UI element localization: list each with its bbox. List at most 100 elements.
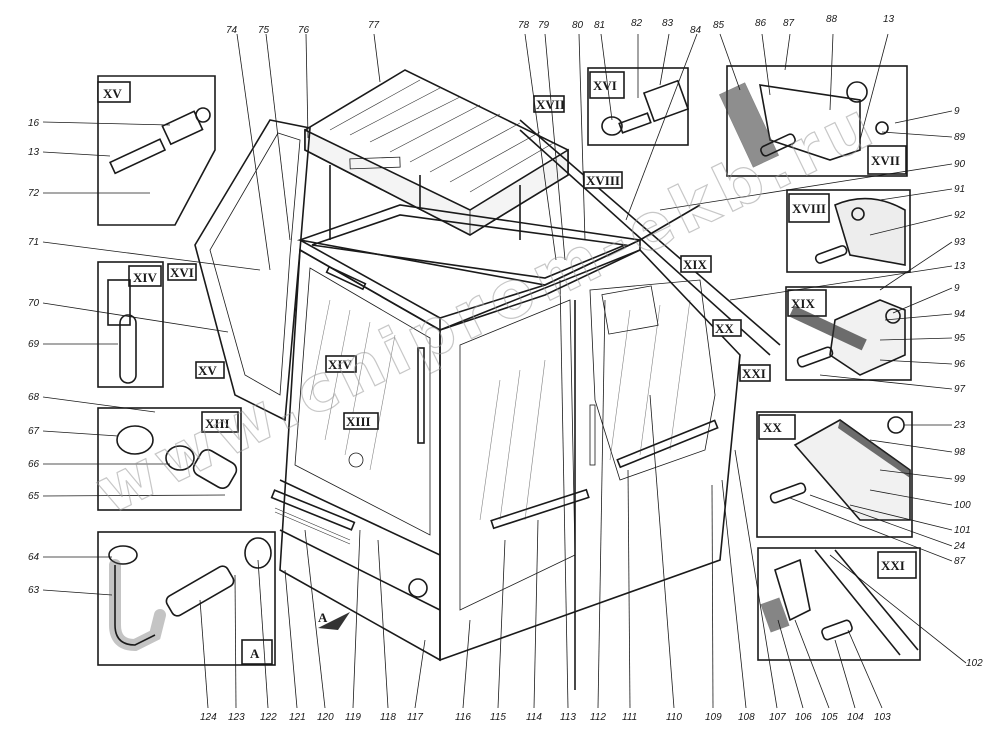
part-number: 104 — [847, 712, 864, 723]
valve-icon — [165, 445, 195, 471]
detail-view-xiii: XIII — [97, 407, 242, 511]
part-number: 23 — [953, 420, 966, 431]
part-number: 87 — [954, 556, 966, 567]
marker-xv: XV — [195, 361, 225, 379]
threaded-fitting-icon — [165, 565, 235, 617]
part-number: 95 — [954, 333, 966, 344]
part-number: 74 — [226, 25, 238, 36]
washer-icon — [875, 121, 889, 135]
part-number: 89 — [954, 132, 966, 143]
cab-main-view: A XV XVI XIV XIII XVII XVIII XIX XX XXI — [167, 69, 781, 690]
part-number: 66 — [28, 459, 40, 470]
part-number: 111 — [622, 712, 637, 723]
detail-title-xiv: XIV — [133, 270, 157, 285]
detail-view-xx: XX — [756, 411, 913, 538]
part-number: 97 — [954, 384, 966, 395]
marker-xxi: XXI — [739, 364, 771, 382]
hinge-knuckle-icon — [846, 81, 868, 103]
bolt-icon — [769, 482, 807, 504]
part-number: 106 — [795, 712, 812, 723]
nut-icon — [885, 308, 901, 324]
part-number: 114 — [526, 712, 542, 723]
part-number: 105 — [821, 712, 838, 723]
screw-icon — [618, 112, 652, 134]
part-number: 24 — [953, 541, 966, 552]
svg-text:XX: XX — [715, 321, 734, 336]
part-number: 123 — [228, 712, 245, 723]
part-number: 116 — [455, 712, 471, 723]
part-number: 9 — [954, 106, 960, 117]
bolt-icon — [760, 133, 796, 157]
part-number: 87 — [783, 18, 795, 29]
detail-view-xv: XV — [97, 75, 216, 226]
part-number: 71 — [28, 237, 39, 248]
part-number: 13 — [954, 261, 966, 272]
svg-text:XVI: XVI — [170, 265, 194, 280]
part-number: 79 — [538, 20, 550, 31]
left-door-frame — [194, 119, 311, 422]
seal-profile-icon — [789, 305, 867, 351]
part-number: 70 — [28, 298, 40, 309]
pin-icon — [851, 207, 865, 221]
svg-text:XIV: XIV — [328, 357, 352, 372]
marker-xviii: XVIII — [583, 171, 623, 189]
hose-icon — [114, 565, 156, 646]
part-number: 78 — [518, 20, 530, 31]
part-number: 124 — [200, 712, 217, 723]
hinge-pin-icon — [119, 314, 137, 384]
svg-text:XIII: XIII — [346, 414, 371, 429]
mounting-plate-icon — [759, 84, 861, 161]
part-number: 107 — [769, 712, 786, 723]
latch-icon — [774, 558, 811, 622]
part-numbers-top: 74 75 76 77 78 79 80 81 82 83 84 85 86 8… — [226, 14, 895, 36]
part-number: 118 — [380, 712, 396, 723]
part-number: 99 — [954, 474, 966, 485]
detail-view-xiv: XIV — [97, 261, 164, 388]
part-number: 102 — [966, 658, 983, 669]
detail-view-a: A — [97, 531, 276, 666]
part-number: 103 — [874, 712, 891, 723]
part-number: 119 — [345, 712, 361, 723]
part-number: 112 — [590, 712, 606, 723]
svg-text:XVIII: XVIII — [586, 173, 620, 188]
marker-xvi: XVI — [167, 263, 197, 281]
marker-xix: XIX — [680, 255, 712, 273]
marker-xiv: XIV — [325, 355, 357, 373]
svg-text:XXI: XXI — [742, 366, 766, 381]
part-number: 65 — [28, 491, 40, 502]
detail-title-xvi: XVI — [593, 78, 617, 93]
part-number: 98 — [954, 447, 966, 458]
svg-text:XV: XV — [198, 363, 217, 378]
svg-text:XVII: XVII — [536, 97, 565, 112]
part-number: 101 — [954, 525, 971, 536]
part-number: 82 — [631, 18, 643, 29]
part-number: 113 — [560, 712, 576, 723]
seal-strip-icon — [838, 420, 910, 478]
bolt-icon — [109, 138, 167, 175]
cap-icon — [116, 425, 154, 455]
part-number: 120 — [317, 712, 334, 723]
fitting-nut-icon — [244, 537, 272, 569]
part-number: 81 — [594, 20, 605, 31]
bracket-icon — [642, 79, 690, 123]
detail-title-xiii: XIII — [205, 416, 230, 431]
detail-title-xv: XV — [103, 86, 122, 101]
bolt-icon — [796, 346, 834, 368]
view-a-arrow: A — [318, 610, 350, 630]
part-numbers-bottom: 124 123 122 121 120 119 118 117 116 115 … — [200, 712, 891, 723]
stud-icon — [821, 619, 853, 641]
part-number: 115 — [490, 712, 506, 723]
part-number: 108 — [738, 712, 755, 723]
part-number: 85 — [713, 20, 725, 31]
detail-view-xviii: XVIII — [786, 189, 911, 273]
part-number: 75 — [258, 25, 270, 36]
part-numbers-right: 9 89 90 91 92 93 13 9 94 95 96 97 23 98 … — [953, 106, 983, 669]
part-number: 83 — [662, 18, 674, 29]
part-number: 109 — [705, 712, 722, 723]
part-number: 69 — [28, 339, 40, 350]
part-number: 80 — [572, 20, 584, 31]
svg-text:XIX: XIX — [683, 257, 707, 272]
marker-xvii: XVII — [533, 95, 565, 113]
part-number: 9 — [954, 283, 960, 294]
part-number: 67 — [28, 426, 40, 437]
